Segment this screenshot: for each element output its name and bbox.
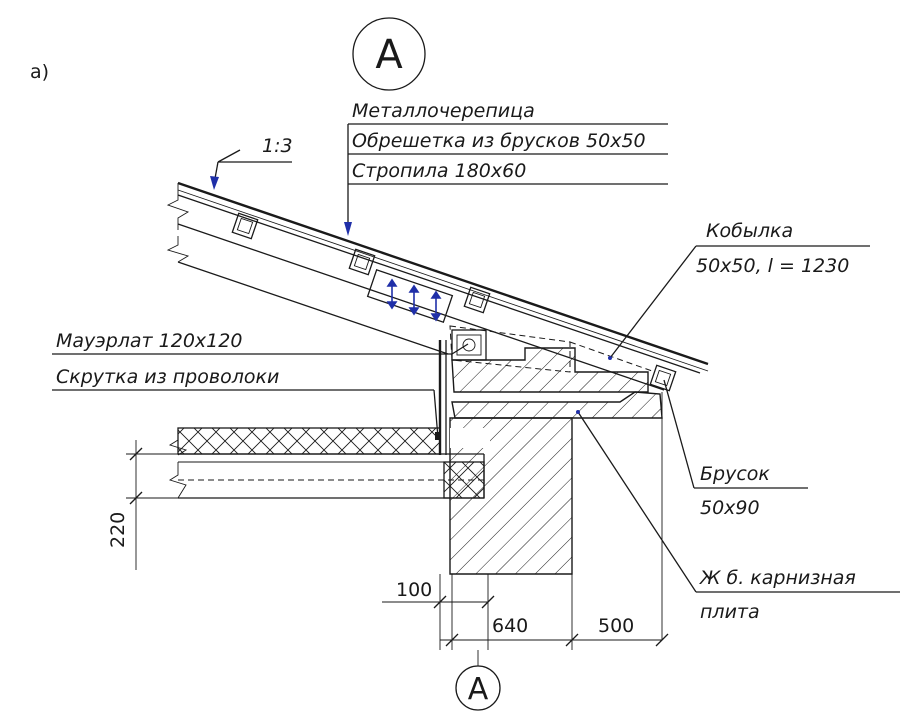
label-mauerlat: Мауэрлат 120х120 xyxy=(56,330,242,352)
dim-640: 640 xyxy=(492,615,528,637)
dim-height-220: 220 xyxy=(107,512,129,548)
label-battens: Обрешетка из брусков 50х50 xyxy=(352,130,646,152)
tie-arrows xyxy=(386,278,442,322)
label-brusok-size: 50х90 xyxy=(700,497,760,519)
label-brusok-name: Брусок xyxy=(700,463,770,485)
label-roofing: Металлочерепица xyxy=(352,100,535,122)
label-kobylka-size: 50х50, l = 1230 xyxy=(696,255,849,277)
section-mark-bottom-text: А xyxy=(468,672,489,707)
section-mark-bottom: А xyxy=(455,665,501,711)
label-wire-twist: Скрутка из проволоки xyxy=(56,366,279,388)
figure-label: а) xyxy=(30,61,49,83)
section-mark-top: А xyxy=(352,17,426,91)
label-slope: 1:3 xyxy=(262,135,293,157)
battens xyxy=(231,212,677,392)
section-mark-top-text: А xyxy=(375,32,403,78)
label-kobylka-name: Кобылка xyxy=(706,220,793,242)
dim-500: 500 xyxy=(598,615,634,637)
dimensions xyxy=(126,440,669,666)
label-slab-line1: Ж б. карнизная xyxy=(699,567,856,589)
structure xyxy=(168,329,663,575)
label-rafters: Стропила 180х60 xyxy=(352,160,526,182)
roof-layers xyxy=(166,181,709,391)
label-slab-line2: плита xyxy=(700,601,760,623)
leaders xyxy=(52,123,900,640)
dim-100: 100 xyxy=(396,579,432,601)
